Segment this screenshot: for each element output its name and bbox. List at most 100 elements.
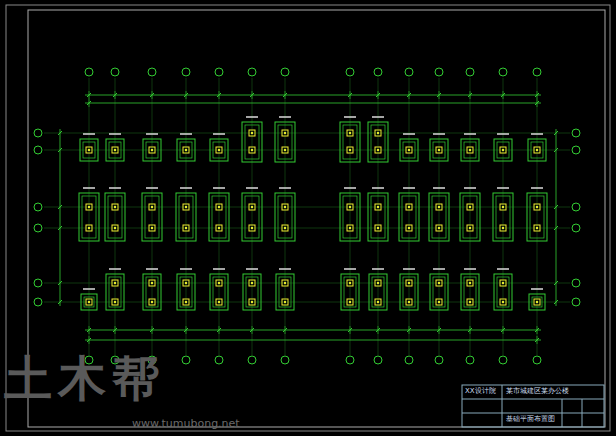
column-mark bbox=[536, 206, 538, 208]
column-section bbox=[375, 299, 381, 305]
column-section bbox=[282, 147, 288, 153]
axis-bubble bbox=[533, 68, 541, 76]
dimension-tick bbox=[554, 205, 558, 209]
axis-grid bbox=[34, 68, 580, 364]
column-section bbox=[467, 147, 473, 153]
axis-bubble bbox=[34, 203, 42, 211]
column-section bbox=[500, 299, 506, 305]
footing-outline bbox=[242, 193, 262, 241]
column-mark bbox=[114, 282, 116, 284]
column-mark bbox=[408, 301, 410, 303]
column-section bbox=[149, 299, 155, 305]
column-section bbox=[86, 225, 92, 231]
footing-outline bbox=[400, 139, 418, 161]
column-section bbox=[406, 225, 412, 231]
footing-step bbox=[179, 196, 193, 238]
dimension-tick bbox=[554, 300, 558, 304]
footing-step bbox=[180, 277, 192, 307]
axis-line bbox=[378, 78, 379, 355]
footing-step bbox=[278, 196, 292, 238]
column-mark bbox=[349, 206, 351, 208]
axis-bubble bbox=[111, 68, 119, 76]
column-section bbox=[436, 280, 442, 286]
footing-step bbox=[532, 297, 542, 307]
footing-step bbox=[146, 142, 158, 158]
footing-outline bbox=[461, 274, 479, 310]
dimension-tick bbox=[58, 281, 62, 285]
axis-line bbox=[503, 78, 504, 355]
designer-name: XX设计院 bbox=[465, 388, 496, 396]
column-section bbox=[149, 147, 155, 153]
column-mark bbox=[469, 282, 471, 284]
column-section bbox=[216, 225, 222, 231]
footing-outline bbox=[79, 193, 99, 241]
axis-bubble bbox=[346, 68, 354, 76]
extension-line bbox=[537, 336, 538, 344]
column-mark bbox=[349, 132, 351, 134]
column-section bbox=[436, 299, 442, 305]
column-section bbox=[216, 204, 222, 210]
column-mark bbox=[438, 149, 440, 151]
footing-outline bbox=[368, 193, 388, 241]
column-mark bbox=[284, 149, 286, 151]
column-mark bbox=[151, 206, 153, 208]
column-mark bbox=[251, 301, 253, 303]
dimension-tick bbox=[58, 300, 62, 304]
column-mark bbox=[502, 227, 504, 229]
axis-line bbox=[470, 78, 471, 355]
extension-line bbox=[89, 326, 90, 334]
footing-tag bbox=[246, 116, 258, 118]
footing-outline bbox=[400, 274, 418, 310]
dimension-tick bbox=[554, 226, 558, 230]
drawing-title: 基础平面布置图 bbox=[506, 416, 555, 424]
footing-step bbox=[109, 142, 121, 158]
axis-line bbox=[44, 133, 570, 134]
footing-step bbox=[403, 142, 415, 158]
footing-tag bbox=[531, 133, 543, 135]
footing-outline bbox=[276, 274, 294, 310]
column-section bbox=[436, 225, 442, 231]
column-section bbox=[534, 299, 540, 305]
column-mark bbox=[469, 149, 471, 151]
footing-step bbox=[433, 142, 445, 158]
column-section bbox=[375, 280, 381, 286]
column-mark bbox=[284, 206, 286, 208]
footing-step bbox=[180, 142, 192, 158]
footing-tag bbox=[403, 268, 415, 270]
column-mark bbox=[349, 301, 351, 303]
footing-outline bbox=[142, 193, 162, 241]
column-mark bbox=[88, 149, 90, 151]
axis-line bbox=[152, 78, 153, 355]
footing-outline bbox=[340, 122, 360, 162]
column-section bbox=[467, 280, 473, 286]
axis-bubble bbox=[533, 356, 541, 364]
footing-outline bbox=[143, 139, 161, 161]
column-section bbox=[86, 147, 92, 153]
column-mark bbox=[502, 301, 504, 303]
footing-step bbox=[109, 277, 121, 307]
footing-step bbox=[464, 277, 476, 307]
column-mark bbox=[251, 149, 253, 151]
axis-bubble bbox=[215, 356, 223, 364]
footing-outline bbox=[210, 274, 228, 310]
column-section bbox=[467, 225, 473, 231]
column-mark bbox=[151, 282, 153, 284]
column-section bbox=[149, 280, 155, 286]
footing-tag bbox=[344, 268, 356, 270]
axis-bubble bbox=[281, 68, 289, 76]
footing-outline bbox=[81, 294, 97, 310]
footing-outline bbox=[242, 122, 262, 162]
footing-tag bbox=[213, 133, 225, 135]
dimension-tick bbox=[58, 205, 62, 209]
footing-outline bbox=[527, 193, 547, 241]
footing-step bbox=[497, 277, 509, 307]
column-section bbox=[347, 147, 353, 153]
extension-line bbox=[186, 326, 187, 334]
footing-outline bbox=[528, 139, 546, 161]
column-mark bbox=[185, 301, 187, 303]
extension-line bbox=[409, 91, 410, 99]
extension-line bbox=[89, 91, 90, 99]
footing-outline bbox=[494, 274, 512, 310]
footing-step bbox=[531, 142, 543, 158]
